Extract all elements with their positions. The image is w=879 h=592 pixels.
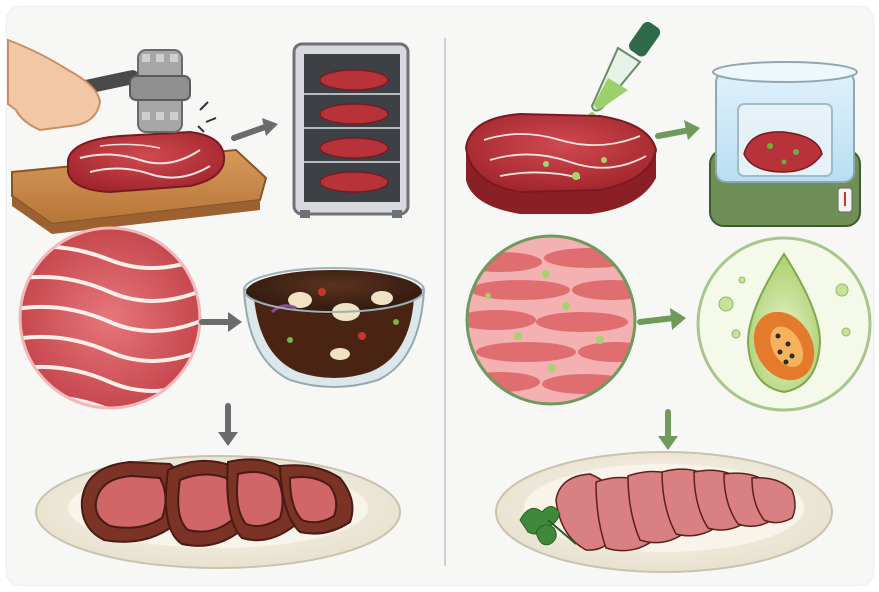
muscle-fiber-closeup <box>10 228 220 418</box>
sous-vide-bath <box>710 62 860 226</box>
raw-steak-on-board <box>68 132 224 192</box>
marinade-bowl <box>244 268 424 387</box>
arrow-right-icon <box>234 126 268 138</box>
raw-steak <box>466 114 656 214</box>
aging-fridge <box>294 44 408 218</box>
papaya-enzyme-drop <box>698 238 870 410</box>
arrow-right-icon <box>658 130 690 136</box>
arrow-right-icon <box>640 318 674 322</box>
sliced-steak-plate-parsley <box>496 452 832 572</box>
hand <box>8 40 100 130</box>
fiber-closeup-with-enzyme <box>456 236 654 404</box>
sliced-steak-plate <box>36 456 400 568</box>
